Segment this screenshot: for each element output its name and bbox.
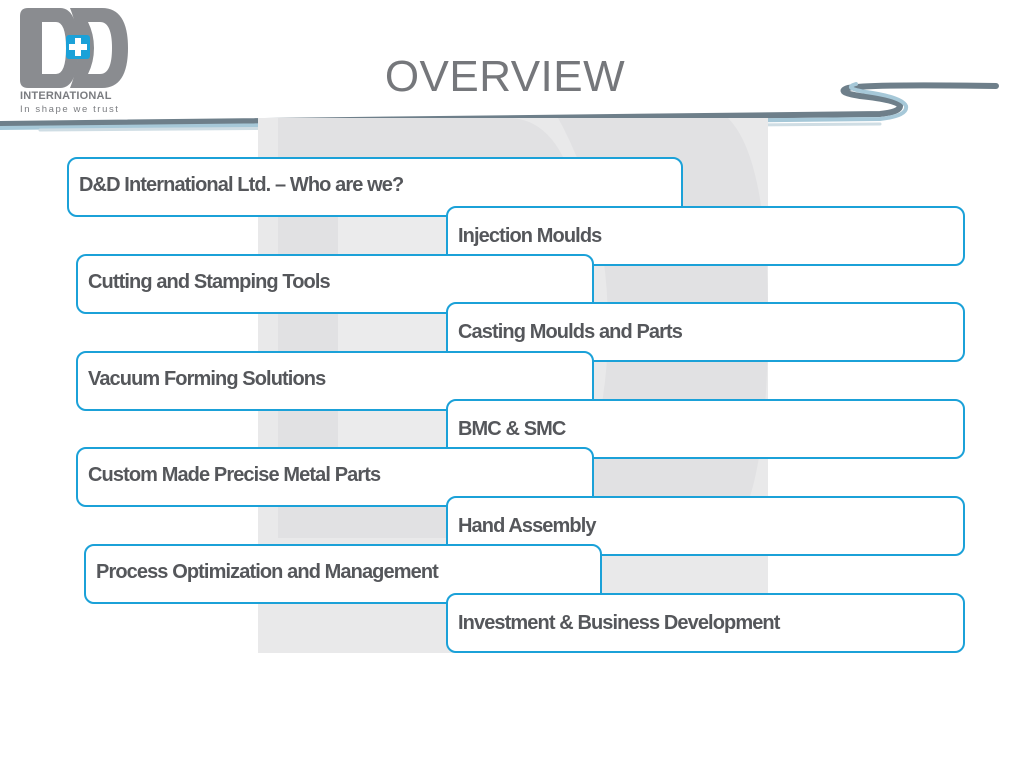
item-label: Custom Made Precise Metal Parts xyxy=(88,464,381,486)
item-label: Injection Moulds xyxy=(458,224,602,247)
company-logo: INTERNATIONAL In shape we trust xyxy=(18,8,138,120)
item-label: Casting Moulds and Parts xyxy=(458,320,683,343)
dd-logo-icon xyxy=(20,8,128,88)
item-label: BMC & SMC xyxy=(458,417,566,440)
item-injection-moulds[interactable]: Injection Moulds xyxy=(446,206,965,266)
item-investment-business[interactable]: Investment & Business Development xyxy=(446,593,965,653)
logo-brand-text: INTERNATIONAL xyxy=(20,90,112,102)
item-label: Cutting and Stamping Tools xyxy=(88,271,331,293)
item-label: D&D International Ltd. – Who are we? xyxy=(79,174,404,196)
item-label: Investment & Business Development xyxy=(458,611,780,634)
item-hand-assembly[interactable]: Hand Assembly xyxy=(446,496,965,556)
slide-title: OVERVIEW xyxy=(384,52,626,101)
item-label: Process Optimization and Management xyxy=(96,561,439,583)
item-who-are-we[interactable]: D&D International Ltd. – Who are we? xyxy=(67,157,683,217)
item-label: Vacuum Forming Solutions xyxy=(88,368,326,390)
item-label: Hand Assembly xyxy=(458,514,597,537)
logo-tagline: In shape we trust xyxy=(20,104,120,115)
item-bmc-smc[interactable]: BMC & SMC xyxy=(446,399,965,459)
item-process-optimization[interactable]: Process Optimization and Management xyxy=(84,544,602,604)
